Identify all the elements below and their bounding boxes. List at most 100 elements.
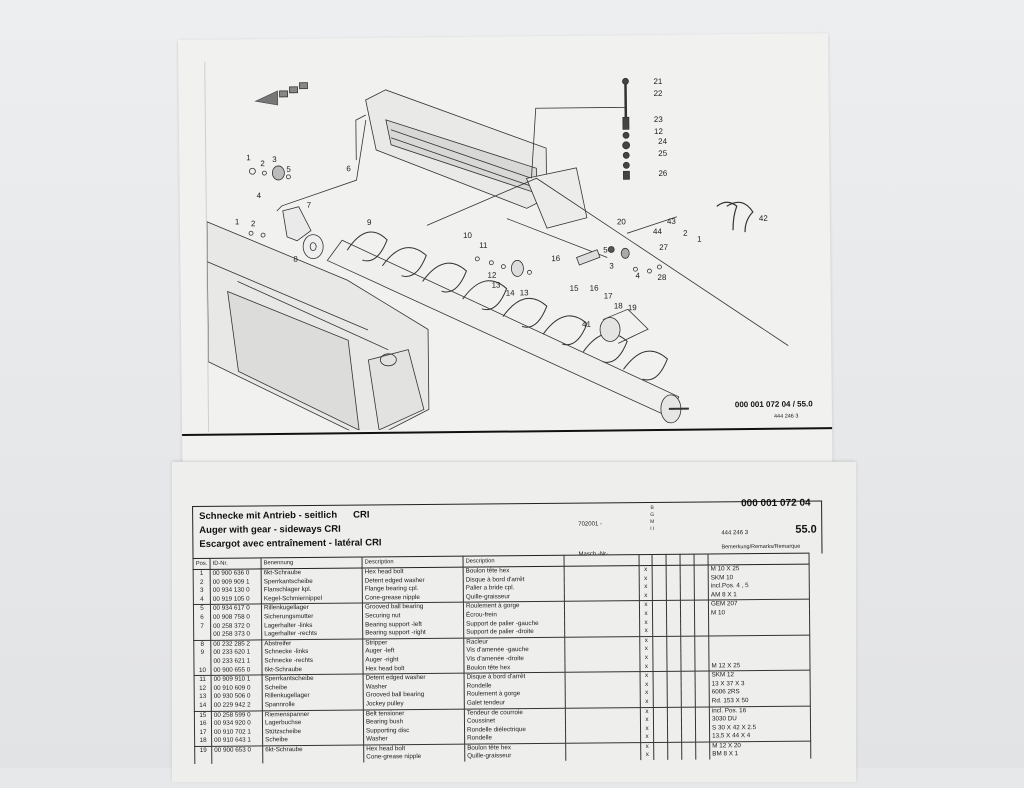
empty-cell: [695, 706, 709, 715]
col-empty: [694, 554, 708, 565]
empty-cell: [695, 645, 709, 654]
callout-label: 4: [635, 271, 640, 280]
callout-label: 28: [657, 273, 666, 282]
col-machine: [564, 555, 639, 567]
english-description-cell: Cone-grease nipple: [364, 753, 465, 762]
empty-cell: [668, 751, 682, 760]
title-english: Auger with gear - sideways CRI: [199, 524, 341, 536]
empty-cell: [652, 610, 666, 619]
parts-sheet: Schnecke mit Antrieb - seitlich CRI Auge…: [192, 493, 823, 788]
empty-cell: [666, 583, 680, 592]
empty-cell: [666, 565, 680, 574]
position-cell: 16: [194, 720, 211, 729]
col-b: [639, 554, 652, 565]
callout-label: 1: [697, 235, 702, 244]
empty-cell: [666, 601, 680, 610]
callout-label: 5: [286, 165, 291, 174]
drawing-number: 000 001 072 04 / 55.0: [735, 399, 813, 409]
callout-label: 1: [246, 153, 251, 162]
position-cell: 11: [194, 675, 211, 684]
empty-cell: [695, 636, 709, 645]
col-empty: [652, 554, 666, 565]
position-cell: 10: [194, 666, 211, 675]
callout-label: 1: [235, 217, 240, 226]
empty-cell: [667, 680, 681, 689]
title-model: CRI: [353, 509, 369, 520]
empty-cell: [667, 724, 681, 733]
empty-cell: [666, 574, 680, 583]
empty-cell: [682, 733, 696, 742]
empty-cell: [680, 565, 694, 574]
sub-number: 444 246 3: [721, 530, 748, 536]
b-mark-cell: x: [640, 698, 653, 707]
empty-cell: [653, 698, 667, 707]
b-mark-cell: x: [639, 592, 652, 601]
col-id: ID-Nr.: [210, 558, 261, 569]
position-cell: [195, 755, 212, 764]
empty-cell: [653, 618, 667, 627]
empty-cell: [653, 671, 667, 680]
sheet-header: Schnecke mit Antrieb - seitlich CRI Auge…: [192, 501, 822, 559]
b-mark-cell: x: [641, 751, 654, 760]
parts-list-page: Schnecke mit Antrieb - seitlich CRI Auge…: [172, 462, 856, 782]
b-mark-cell: x: [640, 627, 653, 636]
callout-label: 22: [654, 89, 663, 98]
direction-arrow-icon: [256, 91, 278, 105]
callout-label: 24: [658, 137, 667, 146]
callout-label: 16: [551, 254, 560, 263]
empty-cell: [695, 689, 709, 698]
empty-cell: [681, 671, 695, 680]
machine-cell: [566, 752, 641, 761]
empty-cell: [681, 716, 695, 725]
empty-cell: [668, 733, 682, 742]
callout-label: 11: [479, 241, 487, 250]
col-french: Description: [463, 555, 564, 567]
callout-label: 41: [582, 320, 591, 329]
b-mark-cell: x: [639, 575, 652, 584]
empty-cell: [666, 592, 680, 601]
serial-from: 702001 -: [578, 521, 602, 527]
version-number: 55.0: [795, 524, 817, 536]
empty-cell: [667, 636, 681, 645]
callout-label: 6: [346, 164, 351, 173]
empty-cell: [680, 591, 694, 600]
b-mark-cell: x: [640, 654, 653, 663]
b-mark-cell: x: [639, 565, 652, 574]
empty-cell: [695, 680, 709, 689]
empty-cell: [681, 707, 695, 716]
id-number-cell: 00 919 105 0: [210, 595, 261, 605]
empty-cell: [652, 565, 666, 574]
position-cell: 19: [195, 746, 212, 755]
b-mark-cell: x: [640, 663, 653, 672]
drawing-sub-number: 444 246 3: [774, 414, 799, 420]
empty-cell: [681, 689, 695, 698]
callout-label: 2: [683, 229, 688, 238]
callout-label: 7: [307, 201, 312, 210]
empty-cell: [681, 724, 695, 733]
callout-label: 44: [653, 227, 662, 236]
empty-cell: [653, 707, 667, 716]
col-empty: [666, 554, 680, 565]
empty-cell: [653, 662, 667, 671]
position-cell: 13: [194, 693, 211, 702]
empty-cell: [654, 751, 668, 760]
position-cell: 17: [195, 729, 212, 738]
empty-cell: [653, 636, 667, 645]
col-german: Benennung: [261, 557, 362, 569]
empty-cell: [695, 662, 709, 671]
empty-cell: [667, 654, 681, 663]
auger-drawing: [205, 55, 803, 431]
empty-cell: [653, 725, 667, 734]
callout-label: 4: [257, 191, 262, 200]
callout-label: 21: [653, 77, 662, 86]
empty-cell: [695, 716, 709, 725]
callout-label: 17: [604, 291, 613, 300]
empty-cell: [668, 742, 682, 751]
id-number-cell: [212, 755, 263, 764]
remarks-cell: BM 8 X 1: [710, 750, 811, 759]
callout-label: 3: [609, 261, 614, 270]
position-cell: 4: [193, 596, 210, 605]
empty-cell: [667, 645, 681, 654]
empty-cell: [695, 671, 709, 680]
id-number-cell: 00 232 285 2: [211, 640, 262, 650]
